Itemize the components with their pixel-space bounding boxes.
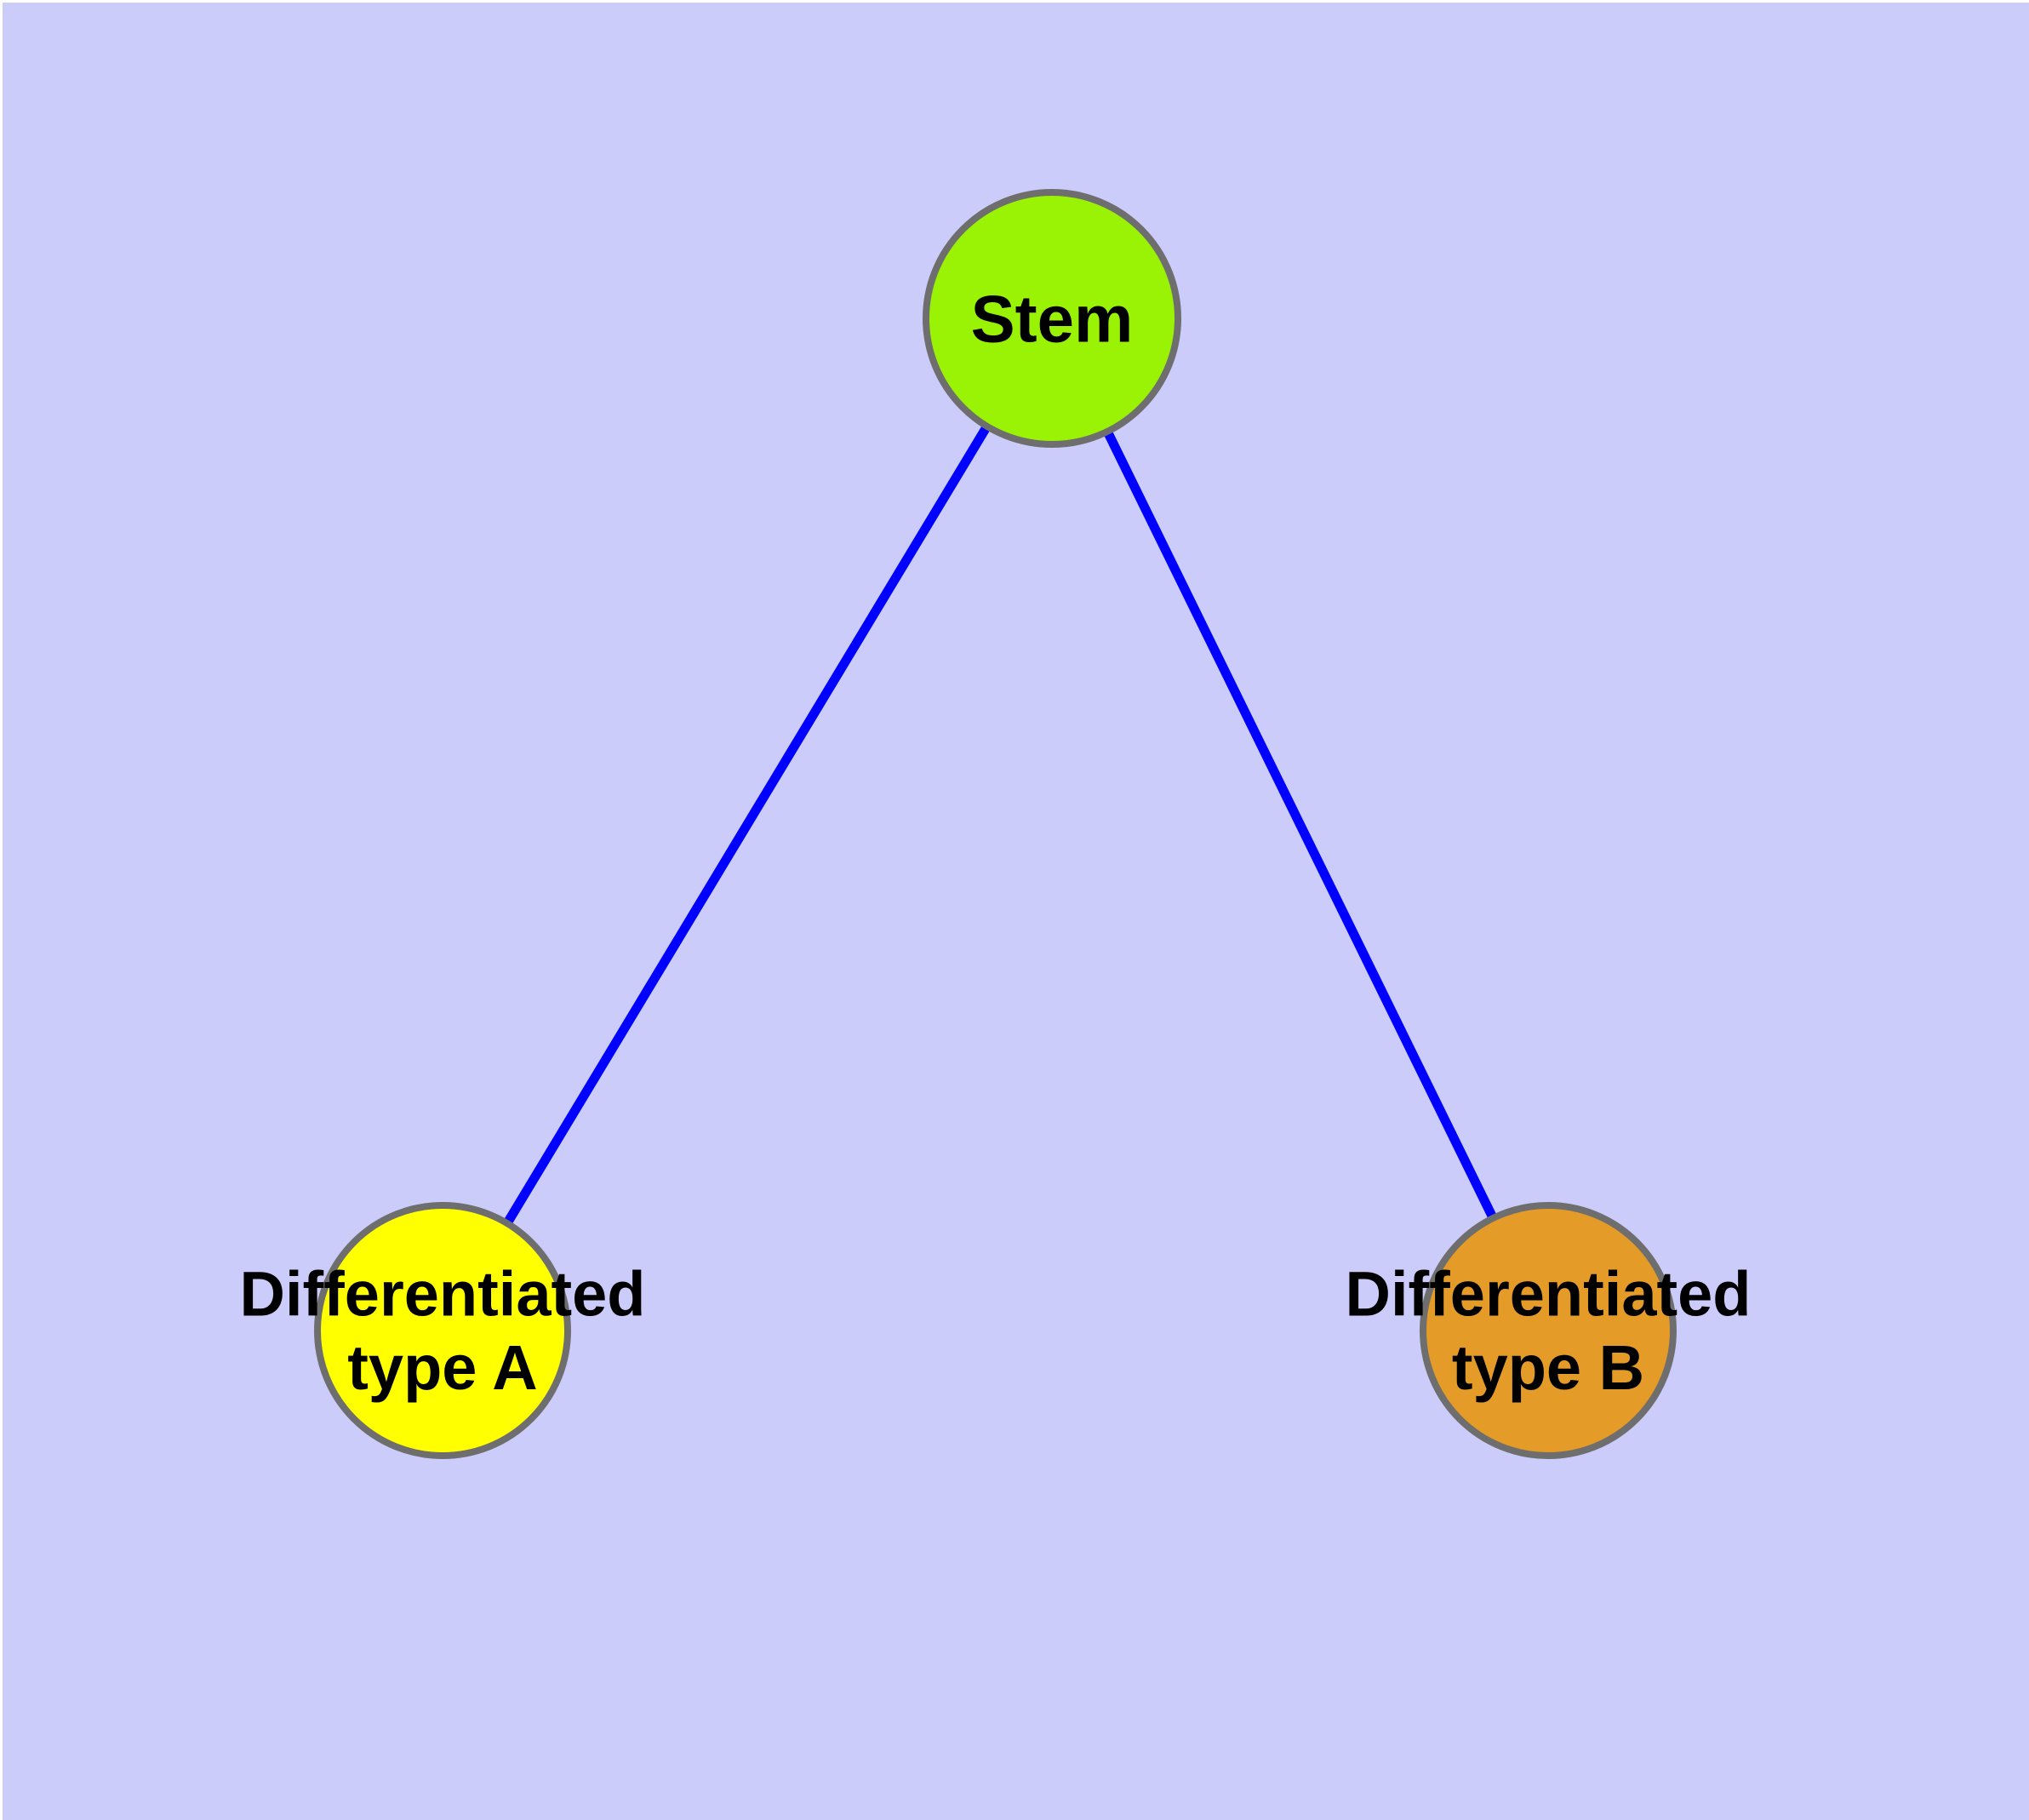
- edge-stem-to-differentiated-type-b[interactable]: [1104, 431, 1497, 1219]
- edge-stem-to-differentiated-type-a[interactable]: [504, 425, 991, 1225]
- node-stem[interactable]: [923, 189, 1181, 448]
- node-differentiated-type-a[interactable]: [314, 1202, 571, 1459]
- edges-layer: [504, 425, 1497, 1225]
- node-differentiated-type-b[interactable]: [1420, 1202, 1677, 1459]
- node-label-stem: Stem: [971, 281, 1134, 356]
- nodes-layer: [314, 189, 1677, 1459]
